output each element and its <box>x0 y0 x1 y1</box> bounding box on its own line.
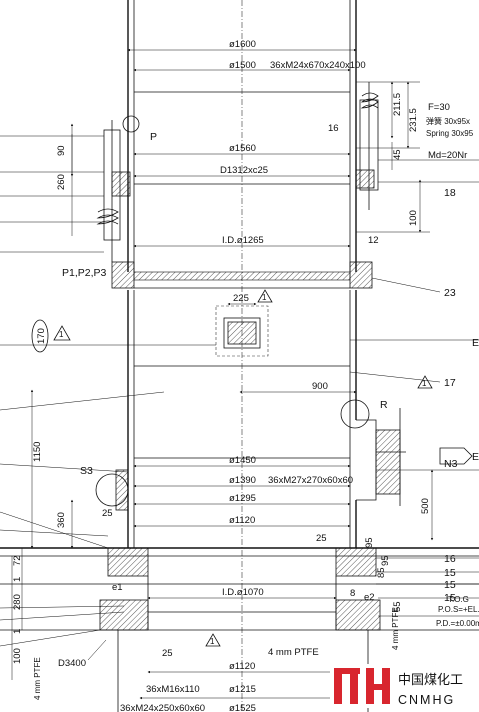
dim-d3400: D3400 <box>58 658 86 669</box>
dim-360: 360 <box>56 512 67 528</box>
dim-d1450: ø1450 <box>229 455 256 466</box>
dim-d1120b: ø1120 <box>229 661 255 672</box>
dimension-lines <box>0 48 479 700</box>
dim-ptfe-mid: 4 mm PTFE <box>268 647 319 658</box>
dim-d1295: ø1295 <box>229 493 256 504</box>
dim-12: 12 <box>368 235 379 246</box>
callout-p123: P1,P2,P3 <box>62 267 107 279</box>
dim-ptfe-right: 4 mm PTFE <box>391 607 400 650</box>
callout-p: P <box>150 131 157 143</box>
dim-d1312: D1312xc25 <box>220 165 268 176</box>
nozzle-n3 <box>356 408 406 506</box>
dim-d1390: ø1390 <box>229 475 256 486</box>
rev-mark-2: 1 <box>262 293 267 302</box>
callout-e-cut2: E <box>472 451 479 463</box>
logo-cn-text: 中国煤化工 <box>398 672 463 687</box>
dim-8: 8 <box>350 588 355 599</box>
callout-n3: N3 <box>444 458 458 470</box>
note-pd: P.D.=±0.00m= <box>436 619 479 628</box>
callout-s3: S3 <box>80 465 93 477</box>
callout-23: 23 <box>444 287 456 299</box>
dim-55: 55 <box>392 601 403 612</box>
note-md: Md=20Nr <box>428 150 467 161</box>
dim-1150: 1150 <box>32 442 43 462</box>
dim-280: 280 <box>12 594 23 610</box>
dim-100r: 100 <box>408 210 419 226</box>
callout-texts: P P1,P2,P3 S3 R N3 e1 e2 18 23 17 16 15 … <box>59 131 479 646</box>
dim-170-bubble <box>31 319 49 353</box>
bottom-base <box>0 547 479 712</box>
dim-25b: 25 <box>102 508 113 519</box>
dim-d1560: ø1560 <box>229 143 256 154</box>
revision-marks <box>53 289 433 647</box>
dim-1b: 1 <box>12 629 23 634</box>
dim-2115: 211.5 <box>392 93 403 116</box>
manway-opening <box>215 305 269 357</box>
callout-18: 18 <box>444 187 456 199</box>
rev-mark-1: 1 <box>59 330 64 339</box>
callout-15a: 15 <box>444 567 456 579</box>
callout-16: 16 <box>444 553 456 565</box>
rev-mark-4: 1 <box>422 379 427 388</box>
dim-d1525: ø1525 <box>229 703 256 712</box>
callout-e1: e1 <box>112 582 123 593</box>
dim-d1600: ø1600 <box>229 39 256 50</box>
dim-170: 170 <box>36 328 47 344</box>
dim-d1500: ø1500 <box>229 60 256 71</box>
nozzle-s3 <box>95 469 129 511</box>
upper-flange <box>111 261 373 289</box>
dim-100l: 100 <box>12 648 23 664</box>
dim-72: 72 <box>12 555 23 566</box>
dim-bolts-bottom: 36xM24x250x60x60 <box>120 703 205 712</box>
dim-2315: 231.5 <box>408 108 419 132</box>
dim-900: 900 <box>312 381 328 392</box>
dim-95b: 95 <box>380 555 391 566</box>
note-f30: F=30 <box>428 102 450 113</box>
detail-r-circle <box>340 399 370 429</box>
dim-ptfe-left: 4 mm PTFE <box>33 657 42 700</box>
callout-15b: 15 <box>444 579 456 591</box>
note-tog: T.O.G <box>448 595 469 604</box>
spring-notes: F=30 弹簧 30x95x Spring 30x95 Md=20Nr T.O.… <box>426 102 479 628</box>
dim-25c: 25 <box>162 648 173 659</box>
callout-15c: 15 <box>444 592 456 604</box>
dimension-texts: ø1600 ø1500 36xM24x670x240x100 ø1560 D13… <box>12 39 431 712</box>
dim-1: 1 <box>12 577 23 582</box>
dim-500: 500 <box>420 498 431 514</box>
detail-p-circle <box>122 115 140 133</box>
note-pos: P.O.S=+EL.3 <box>438 605 479 614</box>
dim-d1215: ø1215 <box>229 684 256 695</box>
n3-tag <box>439 447 473 465</box>
dim-bolts-top: 36xM24x670x240x100 <box>270 60 366 71</box>
dim-id1265: I.D.ø1265 <box>222 235 264 246</box>
note-spring-cn: 弹簧 30x95x <box>426 116 470 126</box>
vessel-shell <box>127 0 357 548</box>
dim-16: 16 <box>328 123 339 134</box>
callout-r: R <box>380 399 388 411</box>
rev-mark-3: 1 <box>210 637 215 646</box>
dim-d1120: ø1120 <box>229 515 255 526</box>
spring-hanger-left <box>96 120 131 262</box>
spring-hanger-right <box>355 82 379 210</box>
dim-bolts-mid: 36xM27x270x60x60 <box>268 475 353 486</box>
dim-id1070: I.D.ø1070 <box>222 587 264 598</box>
callout-17: 17 <box>444 377 456 389</box>
logo-en-text: CNMHG <box>398 693 455 707</box>
dim-bolts-low: 36xM16x110 <box>146 684 200 695</box>
dim-260: 260 <box>56 174 67 190</box>
cnmhg-logo: 中国煤化工 CNMHG <box>330 664 463 708</box>
callout-e-cut1: E <box>472 337 479 349</box>
dim-225: 225 <box>233 293 249 304</box>
dim-90: 90 <box>56 145 67 156</box>
dim-95a: 95 <box>364 537 375 548</box>
callout-e2: e2 <box>364 592 375 603</box>
note-spring-en: Spring 30x95 <box>426 129 474 138</box>
dim-45: 45 <box>392 149 403 160</box>
dim-85: 85 <box>376 567 387 578</box>
dim-25a: 25 <box>316 533 327 544</box>
